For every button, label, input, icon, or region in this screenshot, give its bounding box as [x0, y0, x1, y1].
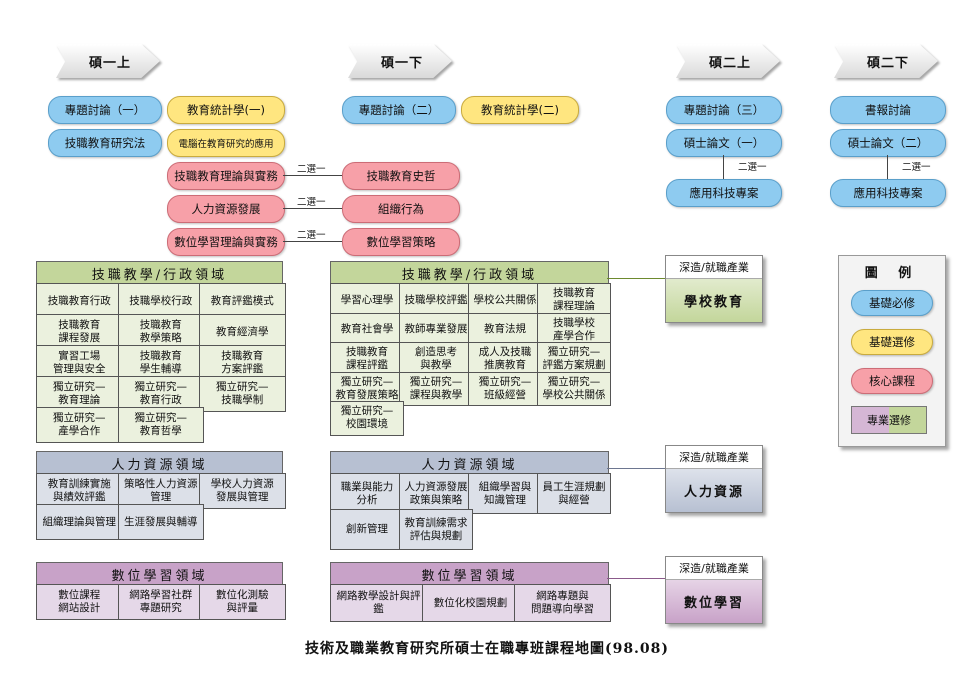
- domain-header-vocational: 技職教學/行政領域: [330, 261, 609, 285]
- course-cell: 數位化校園規劃: [422, 584, 519, 622]
- course-cell: 學校公共關係: [468, 283, 542, 318]
- course-research-method: 技職教育研究法: [48, 129, 162, 157]
- semester-label: 碩一上: [88, 55, 131, 71]
- course-applied-tech-project: 應用科技專案: [666, 179, 782, 207]
- course-cell: 人力資源發展 政策與策略: [399, 473, 473, 514]
- course-topic-discussion-2: 專題討論（二）: [342, 96, 456, 124]
- industry-card-label: 深造/就職產業: [666, 446, 762, 469]
- elective-organizational-behavior: 組織行為: [342, 195, 460, 223]
- course-cell: 創新管理: [330, 509, 404, 550]
- course-book-discussion: 書報討論: [830, 96, 946, 124]
- semester-arrow-y1-fall: 碩一上: [56, 44, 160, 78]
- choose-one-label: 二選一: [902, 162, 931, 173]
- course-cell: 獨立研究— 學校公共關係: [537, 371, 611, 406]
- semester-label: 碩一下: [380, 55, 423, 71]
- course-cell: 生涯發展與輔導: [117, 504, 204, 540]
- legend-specialty-label: 專業選修: [867, 414, 911, 427]
- legend-core: 核心課程: [851, 368, 933, 394]
- industry-card-title: 人力資源: [683, 485, 744, 500]
- course-statistics-1: 教育統計學(一): [167, 96, 285, 124]
- industry-connector: [607, 278, 665, 279]
- course-cell: 獨立研究— 教育理論: [36, 376, 123, 412]
- domain-header-digital: 數位學習領域: [330, 562, 609, 586]
- course-cell: 技職教育 教學策略: [117, 314, 204, 350]
- choose-one-connector: [723, 155, 724, 179]
- course-thesis-2: 碩士論文（二）: [830, 129, 946, 157]
- industry-card-school: 深造/就職產業 學校教育: [665, 255, 763, 323]
- course-cell: 教育經濟學: [199, 314, 286, 350]
- elective-digital-strategy: 數位學習策略: [342, 228, 460, 256]
- course-cell: 教育訓練需求 評估與規劃: [399, 509, 473, 550]
- choose-one-connector: [283, 208, 342, 209]
- semester-arrow-y2-fall: 碩二上: [676, 44, 780, 78]
- course-topic-discussion-1: 專題討論（一）: [48, 96, 162, 124]
- elective-vocational-theory: 技職教育理論與實務: [167, 162, 285, 190]
- course-statistics-2: 教育統計學(二): [461, 96, 579, 124]
- course-cell: 數位化測驗 與評量: [199, 584, 286, 620]
- course-cell: 獨立研究— 校園環境: [330, 401, 404, 436]
- elective-vocational-history: 技職教育史哲: [342, 162, 460, 190]
- course-cell: 實習工場 管理與安全: [36, 345, 123, 381]
- domain-header-hr: 人力資源領域: [330, 451, 609, 475]
- course-cell: 技職學校 產學合作: [537, 312, 611, 347]
- legend: 圖 例 基礎必修 基礎選修 核心課程 專業選修: [838, 255, 946, 447]
- elective-hr-development: 人力資源發展: [167, 195, 285, 223]
- course-cell: 獨立研究— 評鑑方案規劃: [537, 342, 611, 377]
- industry-card-title: 數位學習: [683, 596, 744, 611]
- domain-header-vocational: 技職教學/行政領域: [36, 261, 283, 285]
- course-cell: 組織學習與 知識管理: [468, 473, 542, 514]
- industry-card-label: 深造/就職產業: [666, 557, 762, 580]
- domain-header-hr: 人力資源領域: [36, 451, 283, 475]
- course-cell: 數位課程 網站設計: [36, 584, 123, 620]
- choose-one-label: 二選一: [297, 197, 326, 208]
- industry-connector: [607, 578, 665, 579]
- course-cell: 網路教學設計與評鑑: [330, 584, 427, 622]
- course-cell: 獨立研究— 產學合作: [36, 407, 123, 443]
- choose-one-label: 二選一: [738, 162, 767, 173]
- course-computer-application: 電腦在教育研究的應用: [167, 129, 285, 157]
- course-cell: 獨立研究— 教育哲學: [117, 407, 204, 443]
- semester-label: 碩二下: [866, 55, 909, 71]
- industry-card-digital: 深造/就職產業 數位學習: [665, 556, 763, 624]
- semester-arrow-y1-spring: 碩一下: [348, 44, 452, 78]
- semester-arrow-y2-spring: 碩二下: [834, 44, 938, 78]
- legend-specialty: 專業選修: [851, 406, 927, 434]
- course-cell: 組織理論與管理: [36, 504, 123, 540]
- choose-one-label: 二選一: [297, 164, 326, 175]
- page-title: 技術及職業教育研究所碩士在職專班課程地圖(98.08): [304, 641, 670, 657]
- course-cell: 網路專題與 問題導向學習: [514, 584, 611, 622]
- industry-card-title: 學校教育: [683, 295, 744, 310]
- legend-basic-required: 基礎必修: [851, 290, 933, 316]
- domain-header-digital: 數位學習領域: [36, 562, 283, 586]
- course-thesis-1: 碩士論文（一）: [666, 129, 782, 157]
- semester-label: 碩二上: [708, 55, 751, 71]
- course-cell: 學校人力資源 發展與管理: [199, 473, 286, 509]
- industry-connector: [607, 468, 665, 469]
- elective-digital-theory: 數位學習理論與實務: [167, 228, 285, 256]
- course-cell: 教育社會學: [330, 312, 404, 347]
- industry-card-label: 深造/就職產業: [666, 256, 762, 279]
- course-cell: 技職教育行政: [36, 283, 123, 319]
- course-cell: 教育評鑑模式: [199, 283, 286, 319]
- legend-basic-elective: 基礎選修: [851, 329, 933, 355]
- course-cell: 獨立研究— 技職學制: [199, 376, 286, 412]
- course-topic-discussion-3: 專題討論（三）: [666, 96, 782, 124]
- course-cell: 員工生涯規劃 與經營: [537, 473, 611, 514]
- course-cell: 網路學習社群 專題研究: [117, 584, 204, 620]
- course-applied-tech-project: 應用科技專案: [830, 179, 946, 207]
- course-cell: 技職教育 方案評鑑: [199, 345, 286, 381]
- legend-title: 圖 例: [864, 266, 920, 281]
- course-cell: 獨立研究— 課程與教學: [399, 371, 473, 406]
- choose-one-connector: [887, 155, 888, 179]
- course-cell: 技職教育 課程評鑑: [330, 342, 404, 377]
- course-cell: 獨立研究— 班級經營: [468, 371, 542, 406]
- course-cell: 教師專業發展: [399, 312, 473, 347]
- choose-one-connector: [283, 175, 342, 176]
- choose-one-connector: [283, 241, 342, 242]
- course-cell: 職業與能力 分析: [330, 473, 404, 514]
- course-cell: 技職學校評鑑: [399, 283, 473, 318]
- industry-card-hr: 深造/就職產業 人力資源: [665, 445, 763, 513]
- course-cell: 獨立研究— 教育行政: [117, 376, 204, 412]
- choose-one-label: 二選一: [297, 230, 326, 241]
